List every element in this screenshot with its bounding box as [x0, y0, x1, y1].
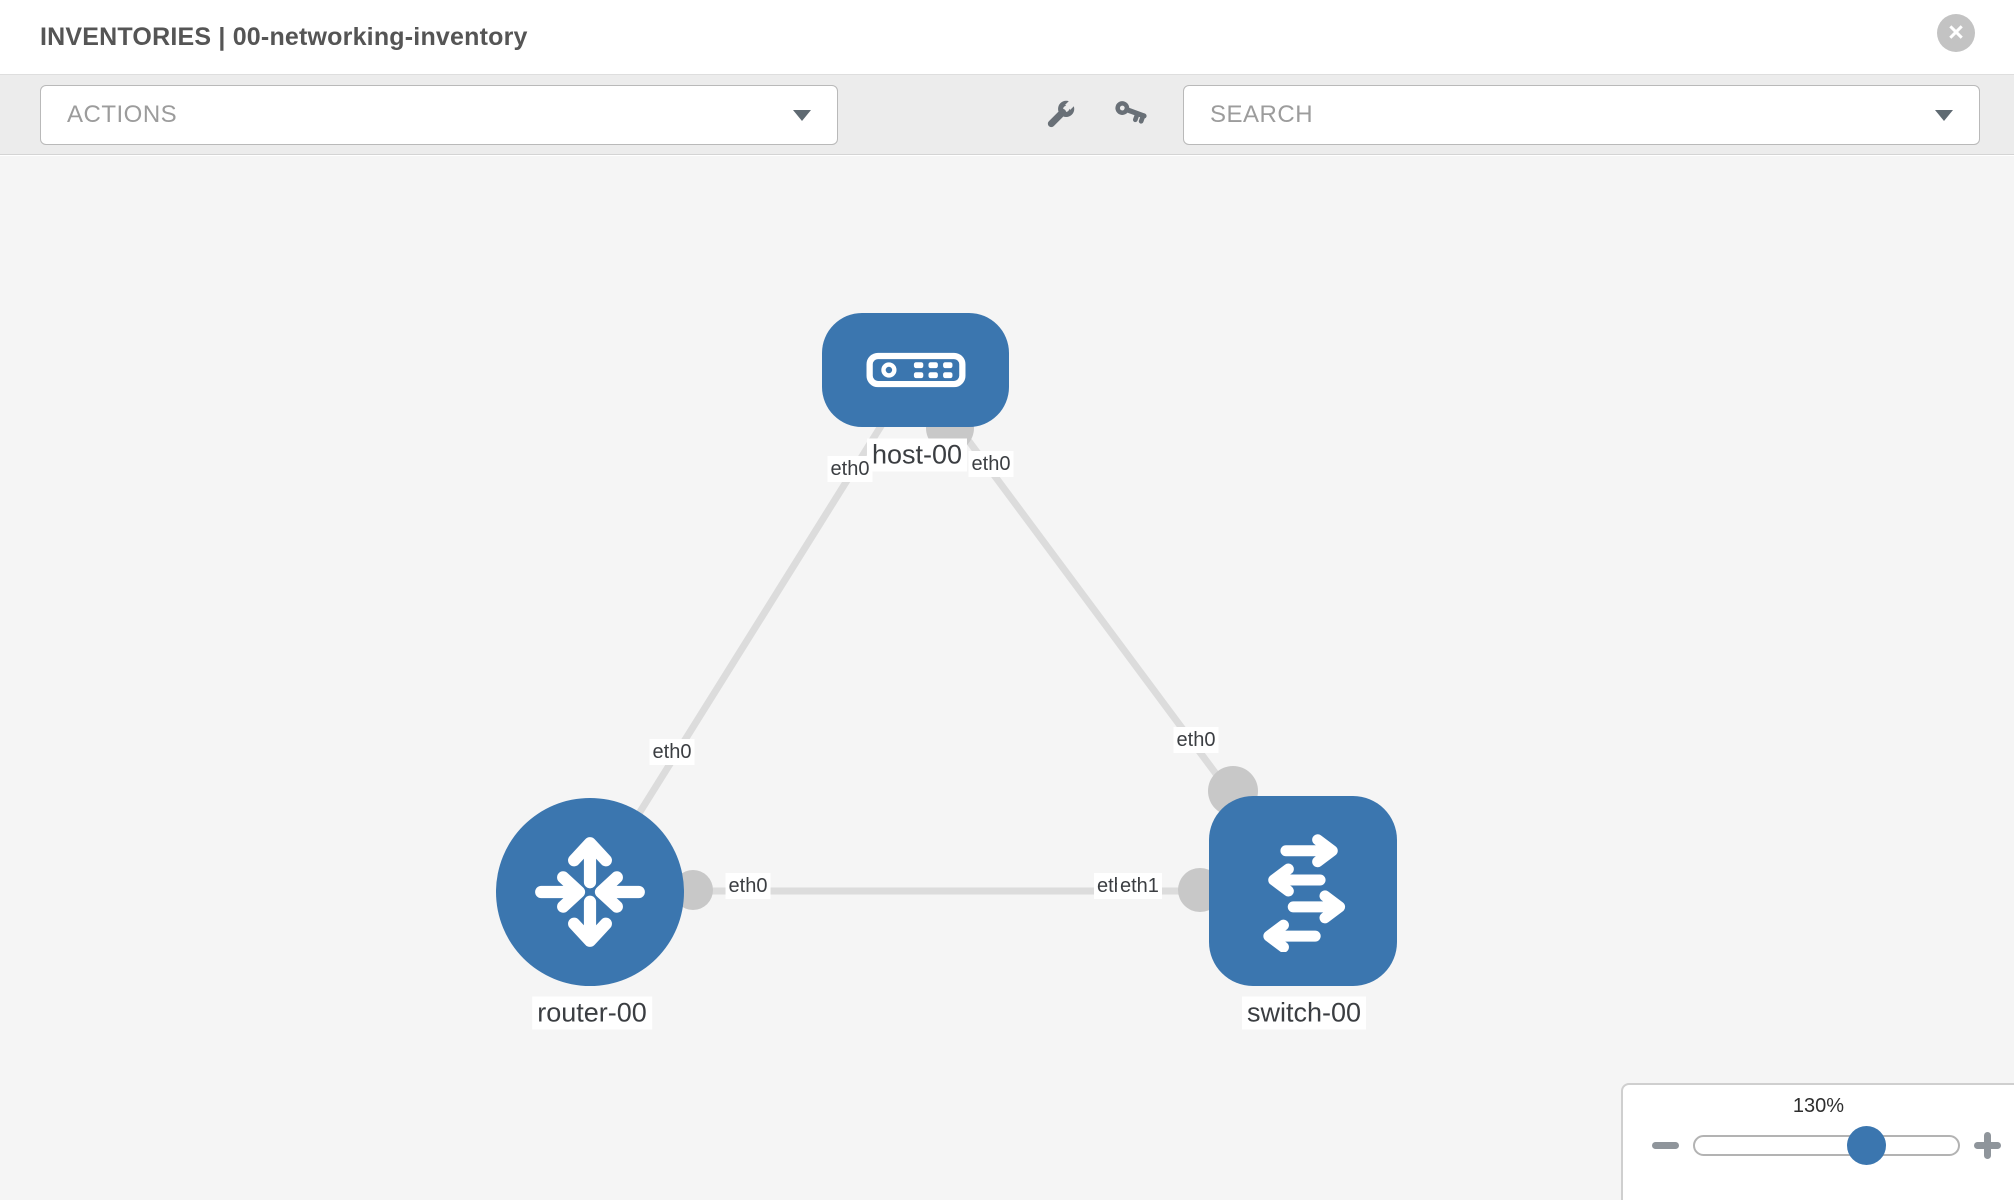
chevron-down-icon [1935, 109, 1953, 121]
toolbar: ACTIONS SEARCH [0, 74, 2014, 155]
zoom-out-button[interactable] [1652, 1142, 1679, 1149]
zoom-panel: 130% [1621, 1083, 2014, 1200]
chevron-down-icon [793, 109, 811, 121]
key-icon[interactable] [1112, 97, 1148, 133]
host-icon [866, 352, 965, 388]
titlebar: INVENTORIES | 00-networking-inventory × [0, 0, 2014, 74]
node-label-switch: switch-00 [1241, 996, 1367, 1030]
interface-label: eth0 [1173, 727, 1219, 753]
actions-dropdown[interactable]: ACTIONS [40, 85, 838, 145]
zoom-slider-track[interactable] [1693, 1135, 1960, 1156]
close-icon: × [1948, 16, 1964, 47]
node-label-router: router-00 [532, 996, 652, 1030]
close-button[interactable]: × [1937, 14, 1975, 52]
page-title: INVENTORIES | 00-networking-inventory [40, 23, 528, 51]
router-icon [535, 837, 645, 947]
toolbar-icons [1042, 75, 1148, 154]
zoom-slider-handle[interactable] [1847, 1126, 1886, 1165]
search-dropdown[interactable]: SEARCH [1183, 85, 1980, 145]
wrench-icon[interactable] [1042, 97, 1078, 133]
interface-label: eth0 [827, 456, 873, 482]
interface-label: eth0 [649, 739, 695, 765]
interface-label: eth0 [725, 873, 771, 899]
switch-icon [1263, 834, 1346, 952]
node-host-00[interactable] [822, 313, 1009, 427]
node-router-00[interactable] [496, 798, 684, 986]
interface-label: eth0 [968, 451, 1014, 477]
actions-label: ACTIONS [67, 101, 178, 128]
node-switch-00[interactable] [1209, 796, 1397, 986]
node-label-host: host-00 [866, 438, 968, 472]
topology-canvas[interactable]: host-00 router-00 switch-00 eth0 eth0 et… [0, 156, 2014, 1200]
search-placeholder: SEARCH [1210, 101, 1314, 128]
topology-links [587, 367, 1306, 912]
zoom-level-label: 130% [1792, 1095, 1845, 1117]
zoom-in-button[interactable] [1974, 1132, 2001, 1159]
interface-label: eth1 [1117, 873, 1162, 899]
